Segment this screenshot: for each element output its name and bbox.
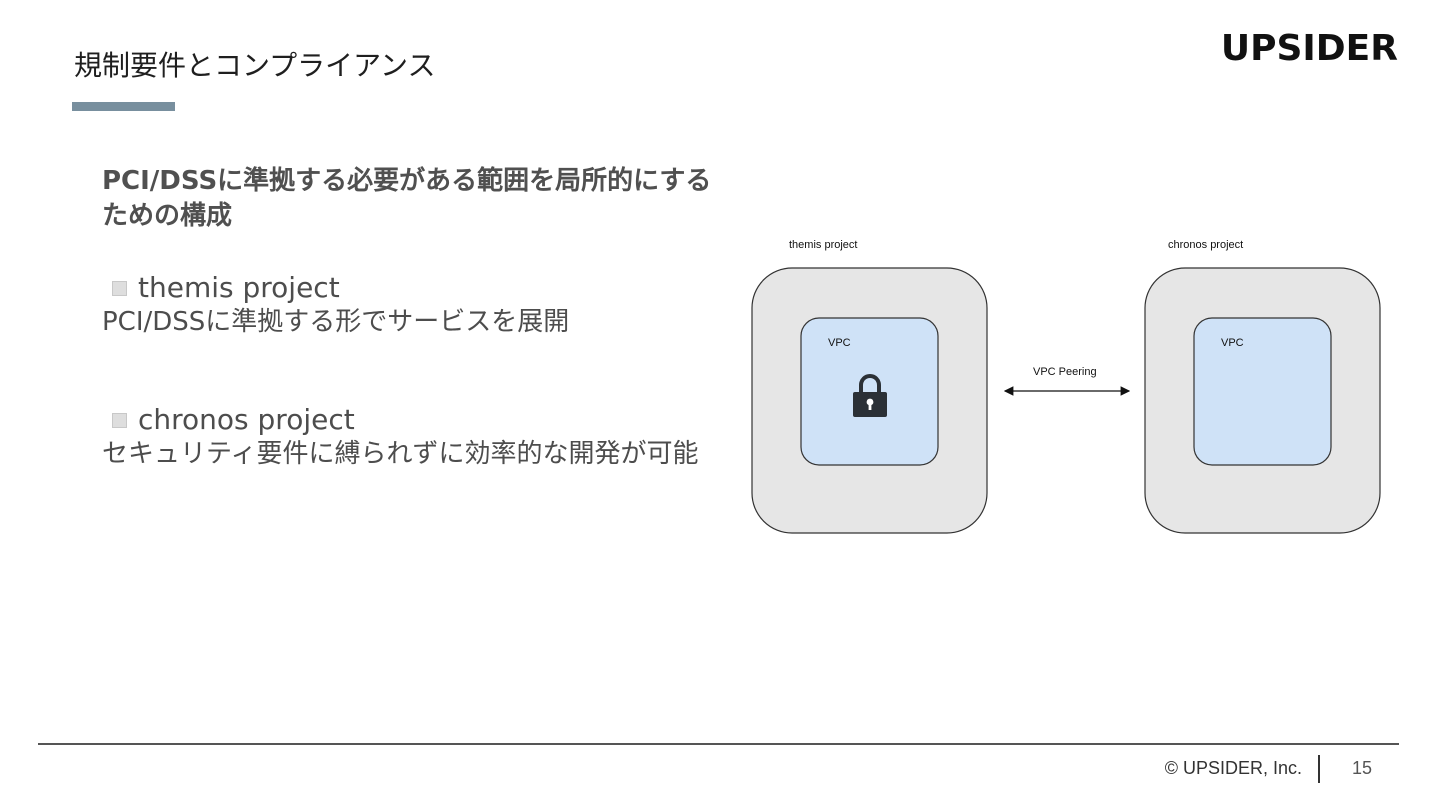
vpc-peering-diagram: themis project VPC VPC Peering chronos p…	[751, 239, 1381, 534]
title-accent-bar	[72, 102, 175, 111]
bullet-label: themis project	[138, 271, 340, 304]
bullet-description: セキュリティ要件に縛られずに効率的な開発が可能	[102, 439, 699, 469]
upsider-logo: UPSIDER	[1220, 28, 1398, 69]
bullet-chronos: chronos project セキュリティ要件に縛られずに効率的な開発が可能	[102, 403, 722, 471]
themis-vpc-box	[800, 317, 939, 466]
lock-icon	[853, 374, 887, 417]
themis-vpc-label: VPC	[828, 337, 851, 349]
main-content: PCI/DSSに準拠する必要がある範囲を局所的にするための構成 themis p…	[102, 164, 722, 471]
vpc-peering-label: VPC Peering	[1033, 366, 1097, 378]
chronos-project-label: chronos project	[1168, 239, 1243, 251]
page-number: 15	[1352, 758, 1373, 778]
footer-divider	[1318, 755, 1320, 783]
bullet-line: themis project	[102, 271, 722, 305]
themis-project-label: themis project	[789, 239, 857, 251]
copyright-text: © UPSIDER, Inc.	[1164, 758, 1302, 778]
footer-rule	[38, 743, 1399, 745]
bullet-description: PCI/DSSに準拠する形でサービスを展開	[102, 307, 570, 337]
chronos-vpc-label: VPC	[1221, 337, 1244, 349]
bullet-themis: themis project PCI/DSSに準拠する形でサービスを展開	[102, 271, 722, 339]
page-title: 規制要件とコンプライアンス	[74, 49, 436, 82]
bullet-square-icon	[112, 412, 127, 428]
chronos-vpc-box	[1193, 317, 1332, 466]
bullet-line: chronos project	[102, 403, 722, 437]
section-heading: PCI/DSSに準拠する必要がある範囲を局所的にするための構成	[102, 166, 712, 231]
bullet-label: chronos project	[138, 403, 355, 436]
bullet-square-icon	[112, 280, 127, 296]
